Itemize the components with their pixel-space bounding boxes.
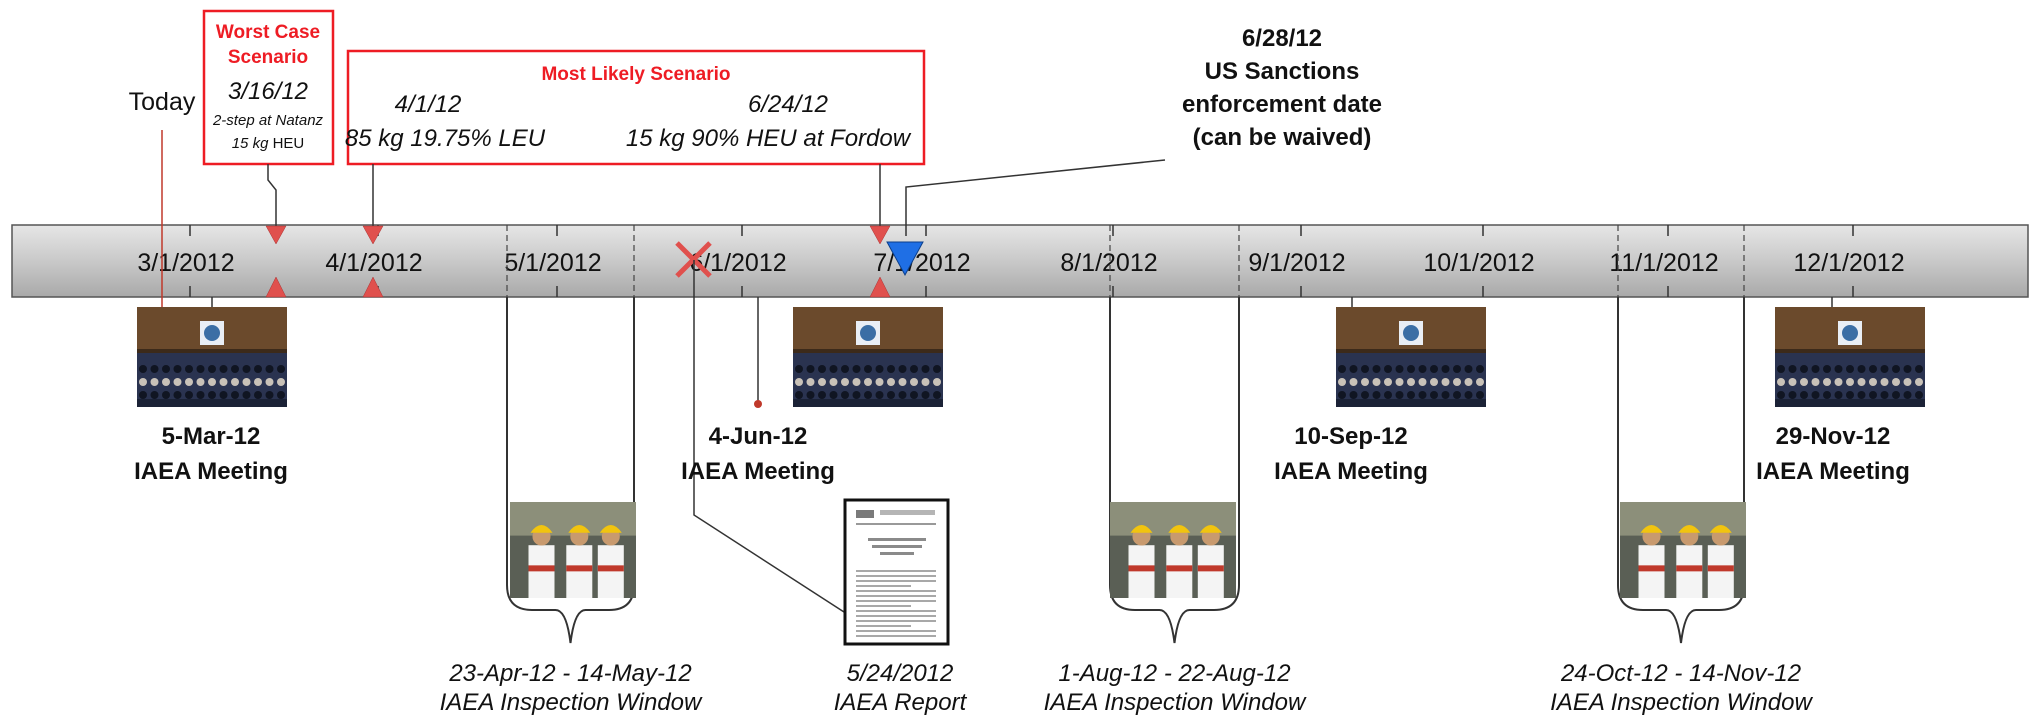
axis-tick-label: 3/1/2012	[137, 249, 234, 277]
inspection-window-brace	[1109, 297, 1240, 644]
axis-bar	[11, 224, 2029, 298]
inspectors-photo-icon	[1620, 502, 1746, 598]
axis-tick-label: 7/1/2012	[873, 249, 970, 277]
report-x-marker	[675, 241, 712, 278]
inspection-label: IAEA Inspection Window	[440, 689, 703, 715]
likely-heu-marker-top	[869, 225, 891, 245]
likely-leu-marker-bottom	[362, 276, 384, 298]
worst-case-title-line1: Worst Case	[216, 22, 320, 43]
worst-case-detail-line2: 15 kg HEU	[232, 135, 305, 152]
likely-leu-marker-top	[362, 225, 384, 245]
inspection-range: 24-Oct-12 - 14-Nov-12	[1560, 660, 1801, 687]
report-date: 5/24/2012	[847, 660, 954, 687]
meeting-date: 29-Nov-12	[1776, 423, 1891, 450]
sanctions-line4: (can be waived)	[1193, 124, 1372, 151]
inspectors-photo-icon	[1110, 502, 1236, 598]
most-likely-left-detail: 85 kg 19.75% LEU	[345, 125, 546, 152]
sanctions-connector	[905, 159, 1166, 236]
iaea-meeting-photo-icon	[1775, 307, 1925, 407]
axis-tick-label: 12/1/2012	[1793, 249, 1904, 277]
worst-case-marker-top	[265, 225, 287, 245]
axis-tick-label: 11/1/2012	[1609, 249, 1718, 277]
inspection-window-brace	[506, 297, 635, 644]
worst-case-detail-line1: 2-step at Natanz	[212, 112, 324, 129]
sanctions-date: 6/28/12	[1242, 25, 1322, 52]
inspectors-photo-icon	[510, 502, 636, 598]
meeting-label: IAEA Meeting	[1274, 458, 1428, 485]
axis-tick-label: 5/1/2012	[504, 249, 601, 277]
meeting-label: IAEA Meeting	[134, 458, 288, 485]
report-connector	[693, 260, 845, 613]
most-likely-right-detail: 15 kg 90% HEU at Fordow	[626, 125, 912, 152]
iaea-meeting-photo-icon	[137, 307, 287, 407]
iaea-meeting-photo-icon	[793, 307, 943, 407]
inspection-window-dashes	[506, 225, 1745, 297]
meeting-label: IAEA Meeting	[681, 458, 835, 485]
sanctions-callout: 6/28/12 US Sanctions enforcement date (c…	[1182, 25, 1382, 151]
meeting-label: IAEA Meeting	[1756, 458, 1910, 485]
most-likely-title: Most Likely Scenario	[541, 64, 730, 85]
inspection-label: IAEA Inspection Window	[1550, 689, 1813, 715]
sanctions-line2: US Sanctions	[1205, 58, 1360, 85]
meeting-date: 4-Jun-12	[709, 423, 808, 450]
iaea-meeting-photo-icon	[1336, 307, 1486, 407]
axis-tick-label: 8/1/2012	[1060, 249, 1157, 277]
today-label: Today	[129, 88, 196, 116]
axis-tick-label: 4/1/2012	[325, 249, 422, 277]
axis-tick-label: 10/1/2012	[1423, 249, 1534, 277]
inspection-window-brace	[1617, 297, 1745, 644]
inspection-label: IAEA Inspection Window	[1044, 689, 1307, 715]
most-likely-right-date: 6/24/12	[748, 91, 828, 118]
meeting-date: 10-Sep-12	[1294, 423, 1407, 450]
worst-case-date: 3/16/12	[228, 78, 308, 105]
inspection-range: 1-Aug-12 - 22-Aug-12	[1058, 660, 1290, 687]
axis-tick-label: 9/1/2012	[1248, 249, 1345, 277]
report-label: IAEA Report	[834, 689, 968, 715]
worst-case-marker-bottom	[265, 276, 287, 298]
report-document-icon	[843, 498, 950, 646]
worst-case-box	[202, 9, 335, 166]
most-likely-box	[346, 49, 926, 166]
most-likely-left-date: 4/1/12	[395, 91, 462, 118]
worst-case-connector	[267, 164, 277, 226]
sanctions-marker	[886, 241, 924, 277]
worst-case-title-line2: Scenario	[228, 47, 308, 68]
jun-meeting-dot	[754, 400, 762, 408]
inspection-range: 23-Apr-12 - 14-May-12	[448, 660, 691, 687]
sanctions-line3: enforcement date	[1182, 91, 1382, 118]
meeting-date: 5-Mar-12	[162, 423, 261, 450]
likely-heu-marker-bottom	[869, 276, 891, 298]
